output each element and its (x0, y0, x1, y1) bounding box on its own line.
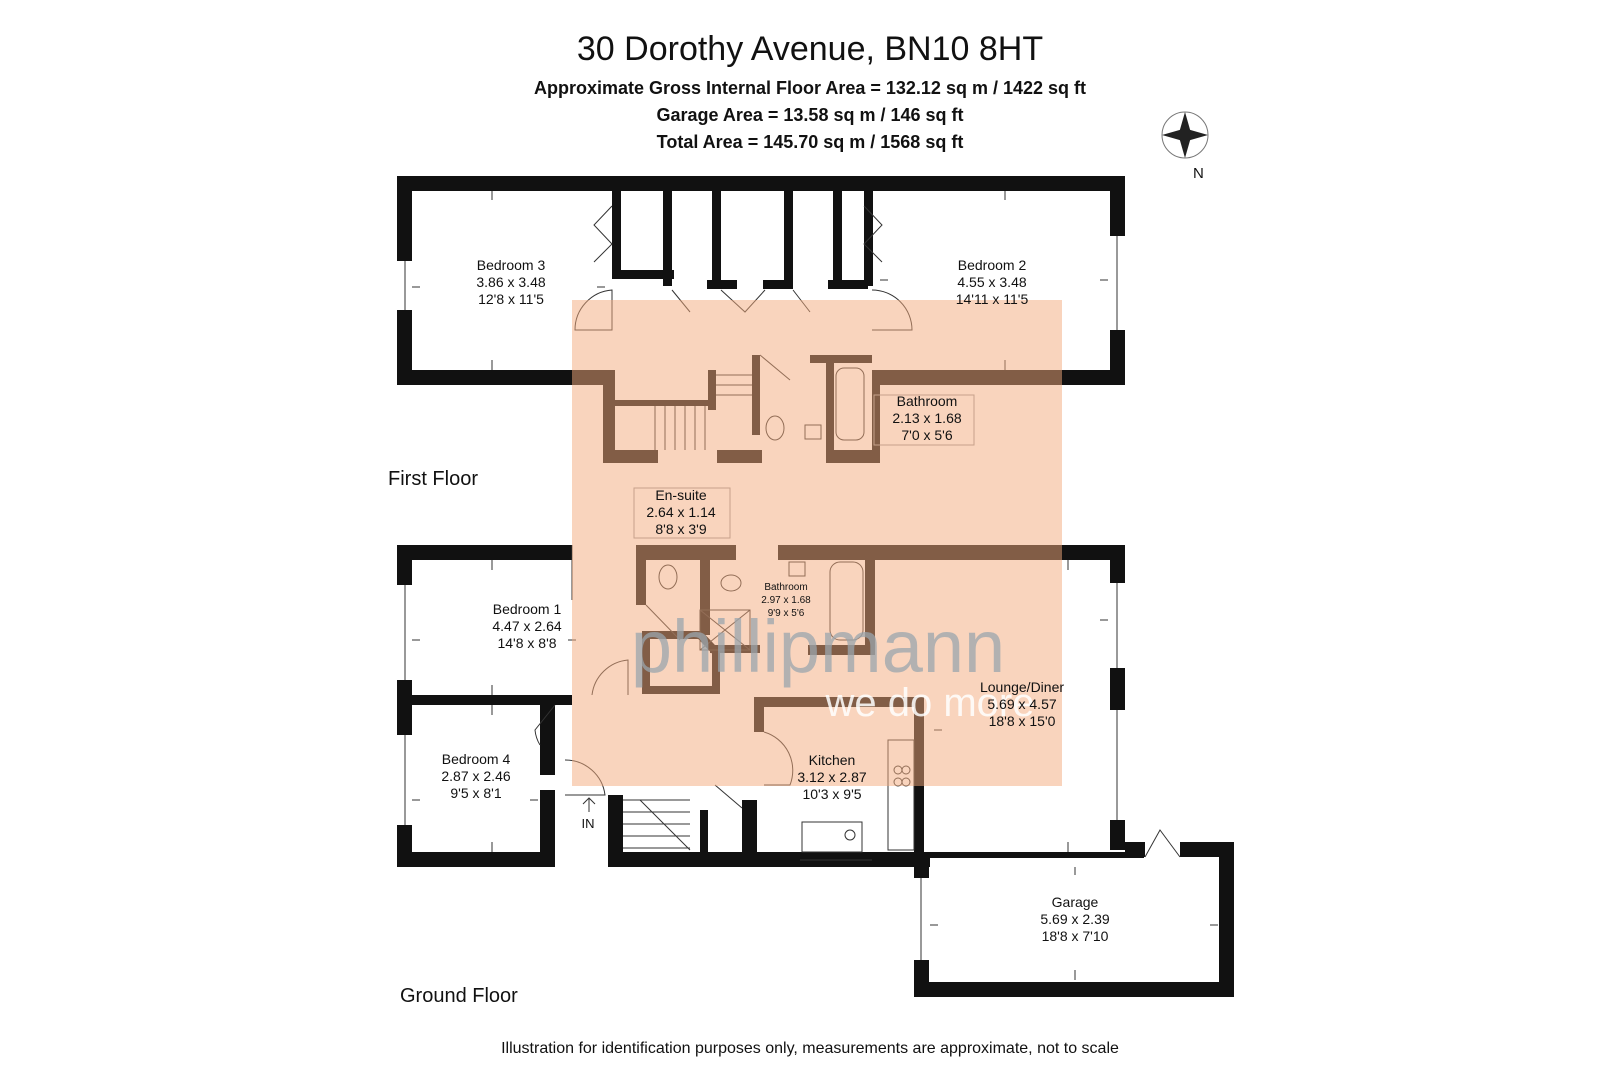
room-garage-imperial: 18'8 x 7'10 (1042, 928, 1109, 944)
room-bedroom1-metric: 4.47 x 2.64 (492, 618, 561, 634)
watermark-tagline: we do more (825, 681, 1035, 725)
room-bedroom1-name: Bedroom 1 (493, 601, 562, 617)
highlight-overlay (572, 300, 1062, 786)
room-bedroom4-imperial: 9'5 x 8'1 (450, 785, 501, 801)
disclaimer: Illustration for identification purposes… (501, 1040, 1119, 1057)
watermark-brand: phillipmann (631, 605, 1005, 688)
room-bathroom-first-name: Bathroom (897, 393, 958, 409)
room-bathroom-ground-imperial: 9'9 x 5'6 (768, 608, 805, 619)
room-bathroom-first-metric: 2.13 x 1.68 (892, 410, 961, 426)
room-lounge-name: Lounge/Diner (980, 679, 1064, 695)
room-lounge-imperial: 18'8 x 15'0 (989, 713, 1056, 729)
room-bedroom4-name: Bedroom 4 (442, 751, 511, 767)
room-ensuite-name: En-suite (655, 487, 707, 503)
room-bedroom3-imperial: 12'8 x 11'5 (478, 291, 544, 307)
room-bedroom2-metric: 4.55 x 3.48 (957, 274, 1026, 290)
total-area: Total Area = 145.70 sq m / 1568 sq ft (656, 132, 964, 152)
entrance-label: IN (582, 816, 595, 831)
compass-icon (1161, 111, 1209, 159)
first-floor-label: First Floor (388, 468, 478, 490)
room-garage-name: Garage (1052, 894, 1099, 910)
room-kitchen-name: Kitchen (809, 752, 856, 768)
room-kitchen-metric: 3.12 x 2.87 (797, 769, 866, 785)
address-title: 30 Dorothy Avenue, BN10 8HT (576, 30, 1044, 68)
room-bedroom1-imperial: 14'8 x 8'8 (497, 635, 556, 651)
room-lounge-metric: 5.69 x 4.57 (987, 696, 1056, 712)
room-bedroom3-name: Bedroom 3 (477, 257, 546, 273)
compass-north-label: N (1193, 165, 1204, 182)
room-bathroom-ground-metric: 2.97 x 1.68 (761, 595, 811, 606)
garage-area: Garage Area = 13.58 sq m / 146 sq ft (656, 105, 964, 125)
room-kitchen-imperial: 10'3 x 9'5 (802, 786, 861, 802)
room-bedroom2-imperial: 14'11 x 11'5 (956, 291, 1029, 307)
room-bedroom2-name: Bedroom 2 (958, 257, 1027, 273)
room-bathroom-ground-name: Bathroom (764, 582, 807, 593)
room-bedroom4-metric: 2.87 x 2.46 (441, 768, 510, 784)
room-bathroom-first-imperial: 7'0 x 5'6 (901, 427, 952, 443)
room-ensuite-metric: 2.64 x 1.14 (646, 504, 715, 520)
room-garage-metric: 5.69 x 2.39 (1040, 911, 1109, 927)
gross-area: Approximate Gross Internal Floor Area = … (533, 78, 1087, 98)
room-bedroom3-metric: 3.86 x 3.48 (476, 274, 545, 290)
room-ensuite-imperial: 8'8 x 3'9 (655, 521, 706, 537)
ground-floor-label: Ground Floor (400, 985, 518, 1007)
